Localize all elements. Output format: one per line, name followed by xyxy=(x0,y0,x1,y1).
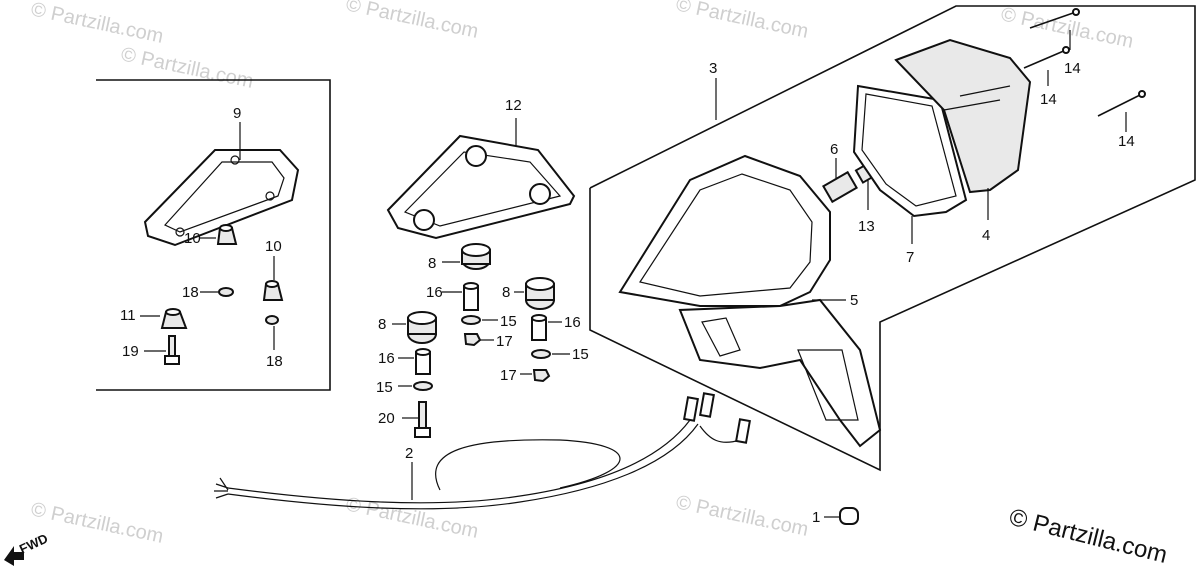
grommet-part[interactable] xyxy=(216,224,238,245)
spacer-collar-part[interactable] xyxy=(463,282,479,311)
screw-part[interactable] xyxy=(1097,90,1146,117)
taillight-housing-part[interactable] xyxy=(618,154,882,448)
collar-part[interactable] xyxy=(265,315,279,325)
damper-rubber-part[interactable] xyxy=(407,311,437,344)
nut-part[interactable] xyxy=(532,369,551,383)
bolt-part[interactable] xyxy=(414,401,431,438)
wire-harness-part[interactable] xyxy=(214,392,751,510)
callout-16b: 16 xyxy=(564,314,581,331)
watermark: © Partzilla.com xyxy=(29,498,165,548)
callout-1: 1 xyxy=(812,509,820,526)
callout-15c: 15 xyxy=(376,379,393,396)
forward-arrow-icon xyxy=(4,546,24,566)
washer-part[interactable] xyxy=(531,349,551,359)
callout-14a: 14 xyxy=(1064,60,1081,77)
damper-rubber-part[interactable] xyxy=(525,277,555,310)
watermark: © Partzilla.com xyxy=(999,3,1135,53)
callout-3: 3 xyxy=(709,60,717,77)
callout-15a: 15 xyxy=(500,313,517,330)
group-outline-left xyxy=(96,79,331,391)
callout-9: 9 xyxy=(233,105,241,122)
callout-16a: 16 xyxy=(426,284,443,301)
callout-8b: 8 xyxy=(502,284,510,301)
callout-17a: 17 xyxy=(496,333,513,350)
group-outline-taillight xyxy=(589,5,1196,472)
callout-8a: 8 xyxy=(428,255,436,272)
callout-14b: 14 xyxy=(1040,91,1057,108)
callout-7: 7 xyxy=(906,249,914,266)
spacer-collar-part[interactable] xyxy=(415,348,431,375)
callout-10a: 10 xyxy=(184,230,201,247)
screw-part[interactable] xyxy=(1023,46,1070,69)
callout-16c: 16 xyxy=(378,350,395,367)
nut-part[interactable] xyxy=(463,333,482,347)
taillight-lens-part[interactable] xyxy=(894,38,1032,194)
callout-6: 6 xyxy=(830,141,838,158)
washer-part[interactable] xyxy=(461,315,481,325)
watermark: © Partzilla.com xyxy=(674,491,810,541)
bulb-socket-part[interactable] xyxy=(822,170,858,204)
callout-20: 20 xyxy=(378,410,395,427)
copyright-notice: © Partzilla.com xyxy=(1007,504,1170,569)
spacer-collar-part[interactable] xyxy=(531,314,547,341)
callout-18b: 18 xyxy=(266,353,283,370)
callout-4: 4 xyxy=(982,227,990,244)
callout-8c: 8 xyxy=(378,316,386,333)
callout-11: 11 xyxy=(120,307,136,324)
damper-rubber-part[interactable] xyxy=(461,243,491,270)
callout-12: 12 xyxy=(505,97,522,114)
rubber-mount-part[interactable] xyxy=(160,308,188,329)
watermark: © Partzilla.com xyxy=(29,0,165,48)
watermark: © Partzilla.com xyxy=(344,0,480,43)
callout-17b: 17 xyxy=(500,367,517,384)
callout-2: 2 xyxy=(405,445,413,462)
fwd-label: FWD xyxy=(17,531,50,557)
watermark: © Partzilla.com xyxy=(674,0,810,43)
watermark: © Partzilla.com xyxy=(119,43,255,93)
lens-gasket-part[interactable] xyxy=(852,84,968,218)
cover-plate-part[interactable] xyxy=(143,149,300,247)
washer-part[interactable] xyxy=(413,381,433,391)
bolt-part[interactable] xyxy=(164,335,180,365)
callout-13: 13 xyxy=(858,218,875,235)
collar-part[interactable] xyxy=(218,287,234,297)
callout-14c: 14 xyxy=(1118,133,1135,150)
cap-part[interactable] xyxy=(839,507,859,525)
callout-5: 5 xyxy=(850,292,858,309)
screw-part[interactable] xyxy=(1029,8,1080,29)
callout-19: 19 xyxy=(122,343,139,360)
callout-18a: 18 xyxy=(182,284,199,301)
grommet-part[interactable] xyxy=(262,280,284,301)
callout-10b: 10 xyxy=(265,238,282,255)
callout-15b: 15 xyxy=(572,346,589,363)
mounting-bracket-part[interactable] xyxy=(386,134,576,240)
